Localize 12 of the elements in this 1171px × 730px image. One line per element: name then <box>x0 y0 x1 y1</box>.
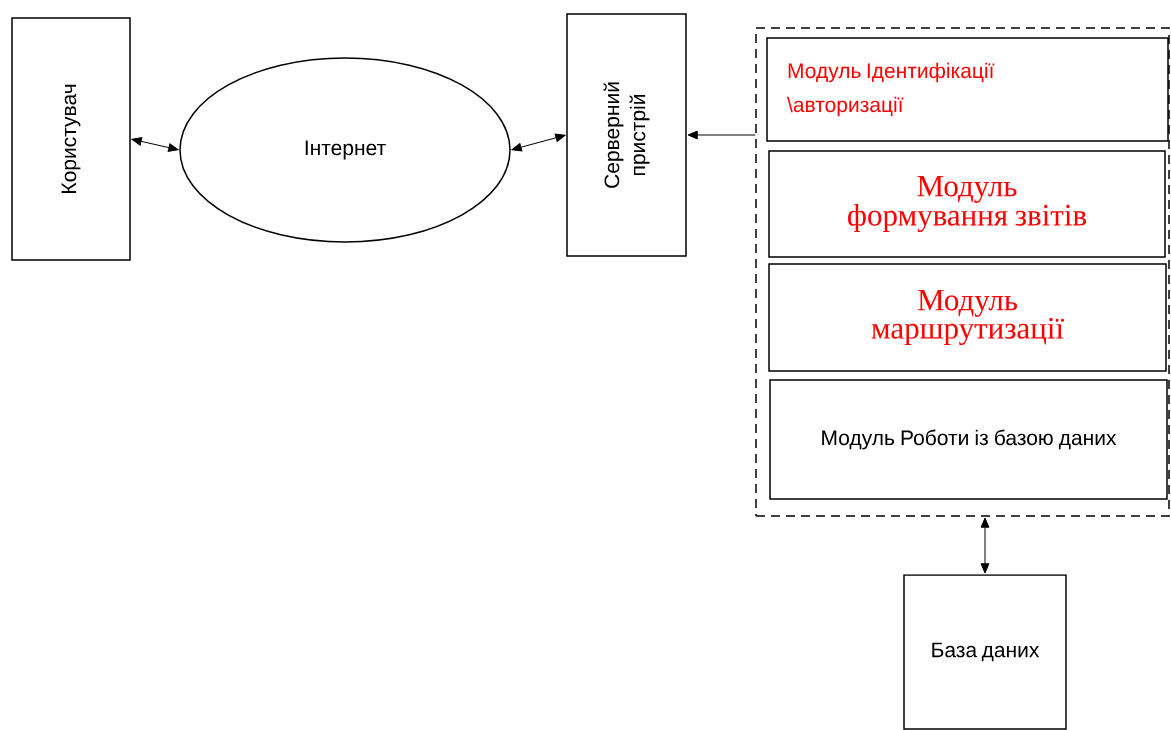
module-box: Модуль маршрутизації <box>768 263 1167 372</box>
module-box: Модуль Ідентифікації \авторизації <box>766 37 1169 142</box>
process-box: Модуль Роботи із базою даних <box>769 379 1168 500</box>
group-frame <box>755 27 1170 517</box>
module-box: Модуль формування звітів <box>768 150 1166 258</box>
arrow <box>687 130 756 140</box>
arrow <box>511 133 566 152</box>
process-box: Серверний пристрій <box>566 13 687 257</box>
process-box: База даних <box>903 574 1067 730</box>
arrow <box>131 137 179 152</box>
arrow <box>980 517 990 574</box>
process-box: Користувач <box>11 17 131 261</box>
